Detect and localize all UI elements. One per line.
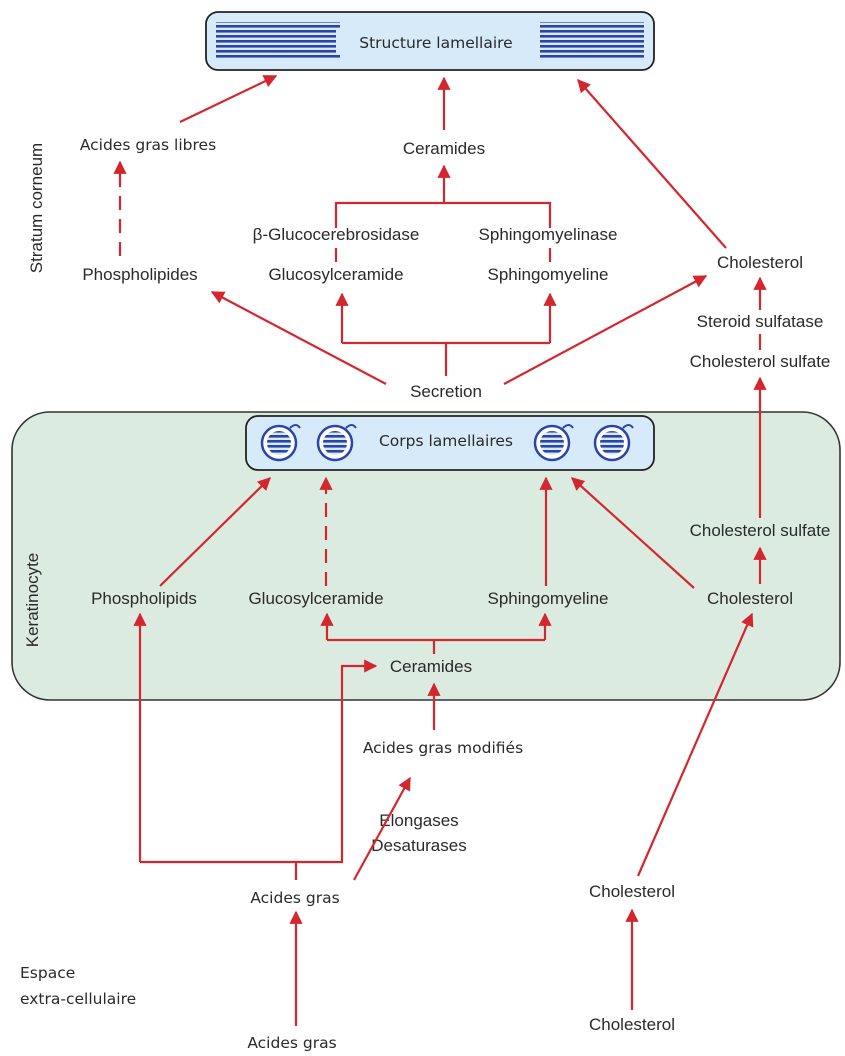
lamellar-body-icon	[593, 424, 634, 462]
arrow-secretion-to-phospholipides	[210, 291, 387, 385]
arrow-cholesterol-k-to-corps	[571, 477, 695, 589]
arrow-phospholipids-to-corps	[159, 477, 271, 587]
arrow-cholesterol-to-structure	[577, 79, 727, 249]
sphingomyeline-sc-label: Sphingomyeline	[488, 265, 609, 284]
cholesterol-sulfate-sc-label: Cholesterol sulfate	[690, 352, 831, 371]
cholesterol-sc-label: Cholesterol	[717, 253, 803, 272]
arrow-acides-gras-to-modifies	[353, 776, 411, 881]
extracellular-label-line1: Espace	[20, 964, 75, 982]
elongases-label: Elongases	[379, 811, 458, 830]
beta-glucocerebrosidase-label: β-Glucocerebrosidase	[253, 225, 420, 244]
cholesterol-k-label: Cholesterol	[707, 589, 793, 608]
keratinocyte-label: Keratinocyte	[23, 553, 42, 648]
keratinocyte-cell	[11, 411, 841, 701]
sphingomyelinase-label: Sphingomyelinase	[479, 225, 618, 244]
extracellular-label-line2: extra-cellulaire	[20, 990, 136, 1008]
sphingomyeline-k-label: Sphingomyeline	[488, 589, 609, 608]
arrow-cholesterol-source-to-cholesterol-k	[636, 612, 754, 877]
acides-gras-ext-label: Acides gras	[247, 1034, 336, 1052]
lamellar-body-icon	[316, 424, 357, 462]
cholesterol-k-source-label: Cholesterol	[589, 882, 675, 901]
cholesterol-sulfate-k-label: Cholesterol sulfate	[690, 521, 831, 540]
arrow-secretion-to-cholesterol	[503, 275, 708, 385]
glucosylceramide-k-label: Glucosylceramide	[248, 589, 383, 608]
acides-gras-libres-label: Acides gras libres	[80, 136, 216, 154]
lamellar-body-icon	[533, 424, 574, 462]
desaturases-label: Desaturases	[371, 836, 466, 855]
acides-gras-k-label: Acides gras	[250, 889, 339, 907]
acides-gras-modifies-label: Acides gras modifiés	[363, 739, 523, 757]
cholesterol-ext-label: Cholesterol	[589, 1015, 675, 1034]
ceramides-sc-label: Ceramides	[403, 139, 485, 158]
ceramides-k-label: Ceramides	[390, 657, 472, 676]
corps-lamellaires-label: Corps lamellaires	[379, 432, 513, 450]
phospholipides-label: Phospholipides	[82, 265, 197, 284]
glucosylceramide-sc-label: Glucosylceramide	[268, 265, 403, 284]
structure-lamellaire-label: Structure lamellaire	[359, 34, 512, 52]
phospholipids-label: Phospholipids	[91, 589, 197, 608]
steroid-sulfatase-label: Steroid sulfatase	[697, 312, 824, 331]
structure-lamellaire-box: Structure lamellaire	[205, 11, 655, 71]
path-acides-gras-to-phospholipids-ceramides	[140, 666, 376, 880]
stratum-corneum-label: Stratum corneum	[27, 143, 46, 273]
corps-lamellaires-box: Corps lamellaires	[245, 415, 655, 471]
secretion-label: Secretion	[410, 382, 482, 401]
arrow-acides-gras-libres-to-structure	[179, 75, 278, 123]
lamellar-body-icon	[260, 424, 301, 462]
